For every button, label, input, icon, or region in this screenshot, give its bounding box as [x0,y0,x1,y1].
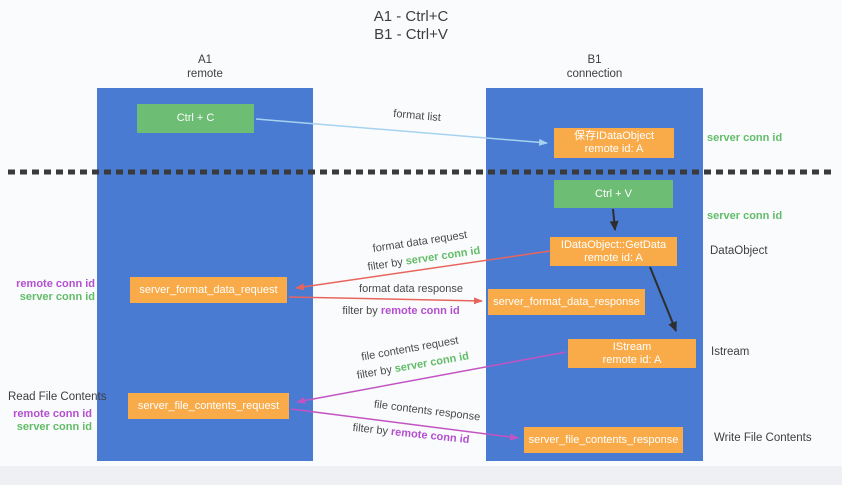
diagram-title: A1 - Ctrl+C B1 - Ctrl+V [311,8,511,44]
title-line-1: A1 - Ctrl+C [373,8,449,25]
format-request-label: server_format_data_request [139,283,278,296]
node-server-format-data-request: server_format_data_request [130,277,287,303]
file-contents-request-arrow [296,351,567,404]
remote-conn-id-label-1: remote conn id [16,278,95,290]
node-server-file-contents-response: server_file_contents_response [524,427,683,453]
column-b-name: B1 [587,54,602,66]
ctrlv-to-getdata-arrow [609,208,619,231]
getdata-line2: remote id: A [584,251,643,264]
column-a-header: A1 remote [97,53,313,81]
server-conn-id-label-1: server conn id [19,291,95,303]
istream-side-label: Istream [711,346,750,358]
file-response-label: server_file_contents_response [528,433,679,446]
format-data-response-label: format data response [359,283,463,295]
remote-conn-id-inline-1: remote conn id [380,305,460,317]
left-conn-id-labels-bottom: remote conn id server conn id [0,408,92,434]
format-list-arrow [255,118,548,146]
filter-by-remote-conn-id-label-1: filter by remote conn id [326,305,476,318]
node-ctrl-c: Ctrl + C [137,104,254,133]
save-idataobject-line2: remote id: A [584,143,644,155]
column-b-header: B1 connection [486,53,703,81]
read-file-contents-label: Read File Contents [8,391,107,403]
remote-conn-id-label-2: remote conn id [13,408,92,420]
format-data-request-arrow [295,250,551,291]
save-idataobject-line1: 保存IDataObject [573,130,655,142]
node-ctrl-v: Ctrl + V [554,180,673,208]
istream-line1: IStream [612,340,652,353]
getdata-line1: IDataObject::GetData [560,238,667,251]
write-file-contents-label: Write File Contents [714,432,812,444]
bottom-strip [0,466,842,485]
column-a-name: A1 [197,54,213,66]
format-response-label: server_format_data_response [493,295,640,308]
server-conn-id-label-2: server conn id [16,421,92,433]
node-server-file-contents-request: server_file_contents_request [128,393,289,419]
ctrl-v-label: Ctrl + V [595,187,632,200]
node-idataobject-getdata: IDataObject::GetData remote id: A [550,237,677,266]
node-istream: IStream remote id: A [568,339,696,368]
format-data-response-arrow [288,296,483,305]
getdata-to-istream-arrow [649,266,677,332]
column-b-role: connection [566,68,623,80]
filter-by-text-2: filter by [342,305,381,317]
server-conn-id-label-top: server conn id [707,132,783,144]
dataobject-label: DataObject [710,245,768,257]
server-conn-id-label-mid: server conn id [707,210,783,222]
node-save-idataobject: 保存IDataObject remote id: A [554,128,674,158]
file-contents-response-arrow [290,408,519,441]
istream-line2: remote id: A [602,353,662,366]
ctrl-c-label: Ctrl + C [176,112,215,124]
left-conn-id-labels-top: remote conn id server conn id [0,278,95,304]
title-line-2: B1 - Ctrl+V [374,26,448,43]
column-a-role: remote [187,68,223,80]
file-request-label: server_file_contents_request [137,399,280,412]
node-server-format-data-response: server_format_data_response [488,289,645,315]
